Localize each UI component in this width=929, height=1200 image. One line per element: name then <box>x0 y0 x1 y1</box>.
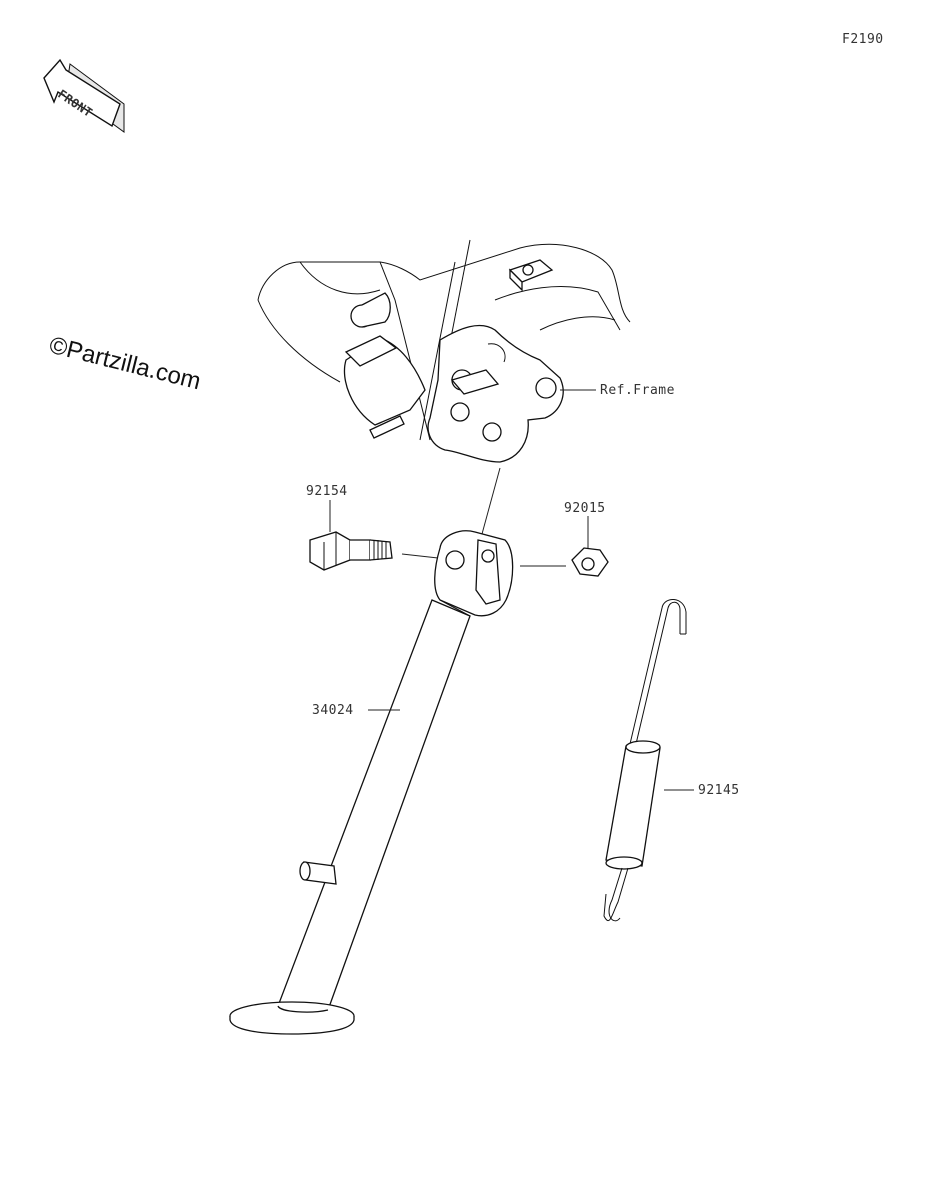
side-stand-part-number: 34024 <box>312 703 354 718</box>
ref-frame-label: Ref.Frame <box>600 383 675 398</box>
figure-code: F2190 <box>842 32 884 47</box>
nut-part-number: 92015 <box>564 501 606 516</box>
nut-92015 <box>571 516 609 577</box>
frame-assembly <box>257 239 631 463</box>
front-arrow-icon: FRONT <box>43 58 125 133</box>
bolt-92154 <box>309 500 393 571</box>
bolt-part-number: 92154 <box>306 484 348 499</box>
watermark: ©Partzilla.com <box>47 332 204 396</box>
bolt-leader <box>401 553 439 559</box>
side-stand-34024 <box>229 530 514 1035</box>
spring-part-number: 92145 <box>698 783 740 798</box>
spring-92145 <box>603 599 687 922</box>
mount-guide <box>481 467 501 535</box>
